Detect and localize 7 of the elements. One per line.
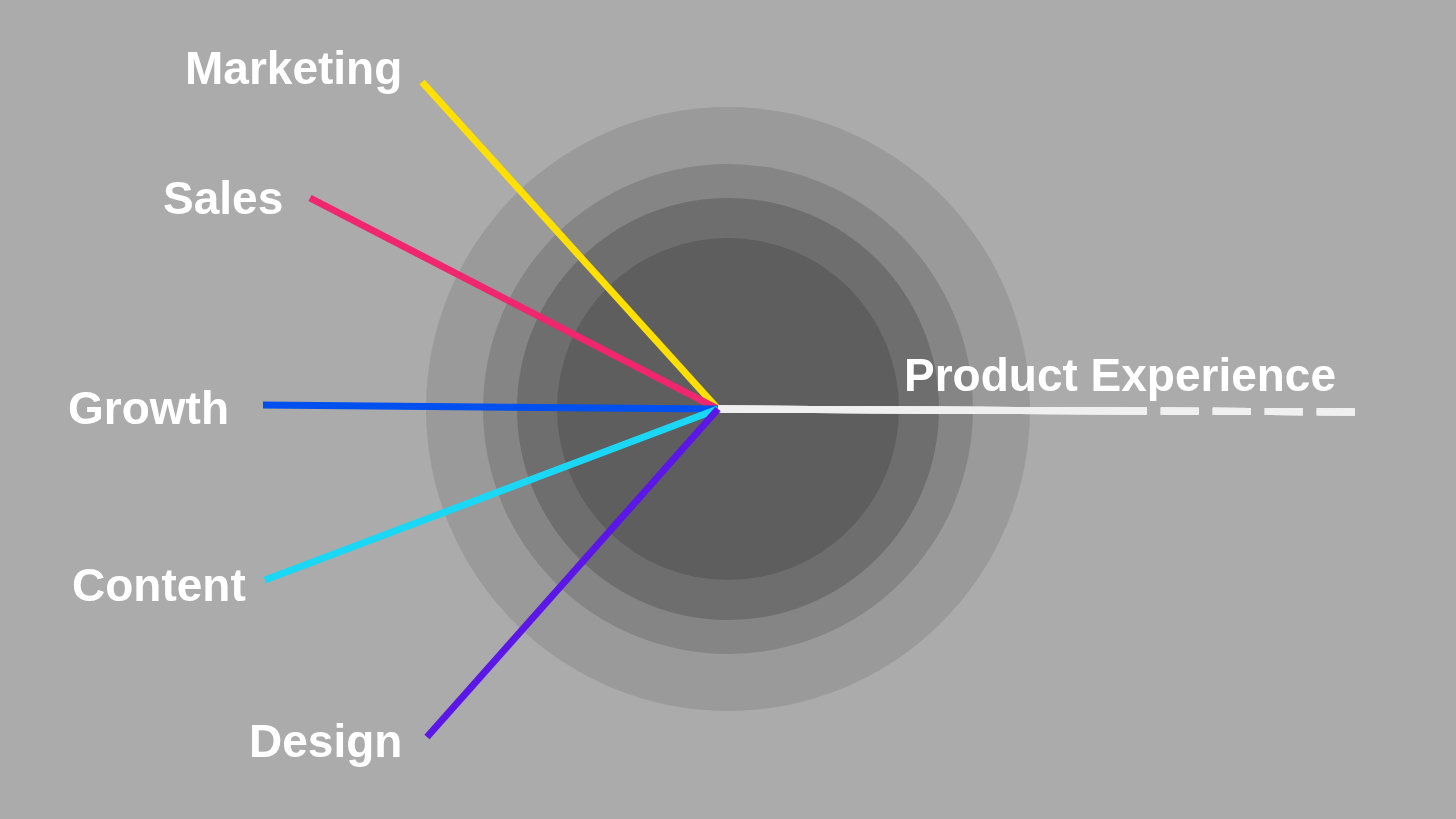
function-label: Growth [68, 382, 229, 434]
function-label: Marketing [185, 42, 403, 94]
function-label: Content [72, 559, 246, 611]
function-label: Design [249, 715, 403, 767]
function-label: Sales [163, 172, 284, 224]
function-label: Product Experience [904, 349, 1337, 401]
connector-line [424, 405, 1358, 740]
